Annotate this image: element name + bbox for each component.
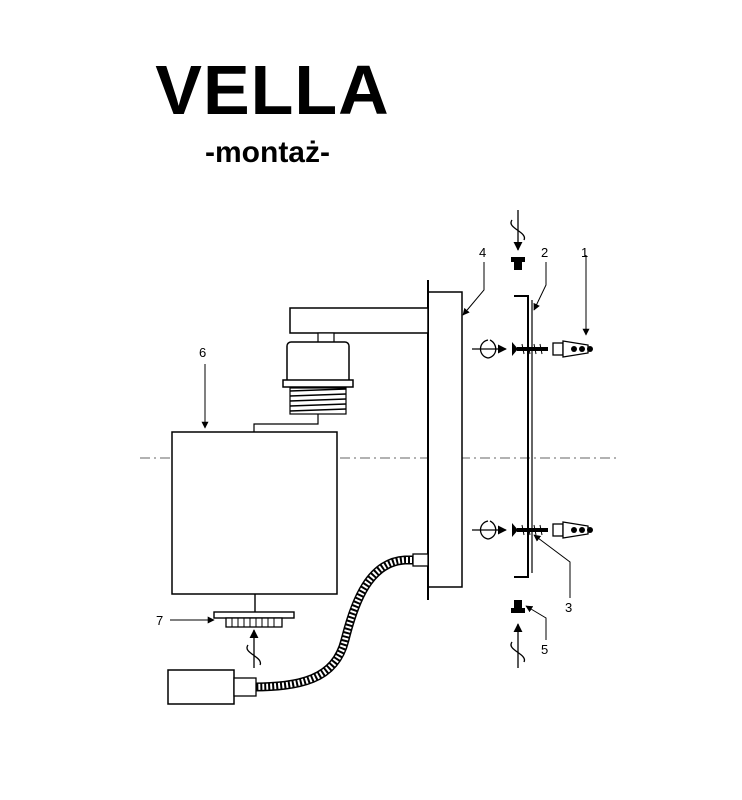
- leader-5: [525, 605, 547, 640]
- lampshade: [171, 431, 338, 595]
- flexible-arm: [249, 553, 429, 692]
- mounting-bracket: [514, 295, 533, 578]
- rotate-arrow-icon: [472, 339, 507, 359]
- set-screw-top: [511, 257, 525, 270]
- callout-2: 2: [541, 245, 548, 260]
- wall-plug-top: [552, 340, 593, 358]
- leader-2: [533, 262, 547, 311]
- callout-6: 6: [199, 345, 206, 360]
- callout-1: 1: [581, 245, 588, 260]
- callout-7: 7: [156, 613, 163, 628]
- set-screw-bottom: [511, 600, 525, 613]
- rotate-arrow-icon: [246, 629, 262, 668]
- page-subtitle: -montaż-: [205, 136, 330, 169]
- callout-5: 5: [541, 642, 548, 657]
- leader-4: [462, 262, 485, 316]
- lamp-socket: [253, 341, 354, 432]
- screw-top: [512, 342, 548, 356]
- screw-bottom: [512, 523, 548, 537]
- lamp-arm: [289, 307, 429, 344]
- callout-3: 3: [565, 600, 572, 615]
- wall-plug-bottom: [552, 521, 593, 539]
- plug-housing: [167, 669, 257, 705]
- rotate-arrow-icon: [472, 520, 507, 540]
- rotate-arrow-icon: [510, 210, 526, 251]
- leader-3: [533, 534, 571, 598]
- product-title: VELLA: [155, 51, 390, 129]
- rotate-arrow-icon: [510, 623, 526, 668]
- wall-plate: [427, 280, 463, 600]
- callout-4: 4: [479, 245, 486, 260]
- shade-locking-ring: [213, 594, 295, 628]
